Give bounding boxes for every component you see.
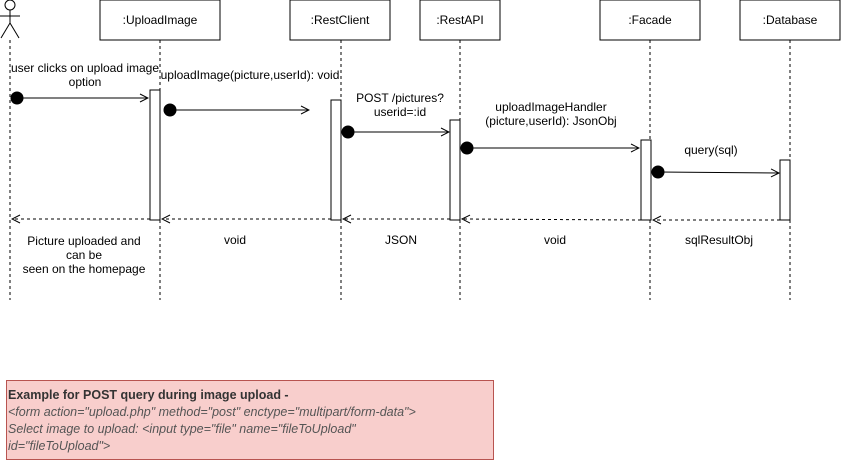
return-label: void [224,233,246,247]
note-code-line: id="fileToUpload"> [8,439,111,453]
participant-label-client: :RestClient [311,13,370,27]
participant-box-upload [99,0,221,41]
participant-box-facade [599,0,701,41]
participant-box-client [289,0,391,41]
returns [12,219,780,220]
message-start-dot [651,165,665,179]
return-label: sqlResultObj [685,233,753,247]
message-start-dot [163,103,177,117]
activation-bars [149,89,791,221]
message-label: query(sql) [684,143,737,157]
sequence-diagram: :UploadImage :RestClient :RestAPI :Facade :D… [0,0,841,300]
message-label: POST /pictures?userid=:id [356,91,444,119]
participant-box-api [419,0,501,41]
note-code-line: <form action="upload.php" method="post" … [8,405,416,419]
message-label: uploadImage(picture,userId): void [161,68,340,82]
participant-label-api: :RestAPI [436,13,483,27]
return-label: void [544,233,566,247]
actor-figure [0,0,20,39]
note-title: Example for POST query during image uplo… [8,388,289,402]
return-arrow [462,219,642,220]
post-example-note: Example for POST query during image uplo… [6,380,494,460]
participant-label-facade: :Facade [628,13,672,27]
activation-db [779,159,791,221]
message-start-dot [341,125,355,139]
participant-label-db: :Database [763,13,818,27]
note-code-line: Select image to upload: <input type="fil… [8,422,356,436]
activation-api [449,119,461,221]
activation-facade [640,139,652,221]
return-label: JSON [385,233,417,247]
participant-box-db [739,0,841,41]
messages [10,91,779,179]
message-label: uploadImageHandler(picture,userId): Json… [485,100,616,128]
participant-label-upload: :UploadImage [123,13,198,27]
message-start-dot [10,91,24,105]
activation-client [330,99,342,221]
message-start-dot [460,141,474,155]
message-arrow [657,172,779,173]
activation-upload [149,89,161,221]
